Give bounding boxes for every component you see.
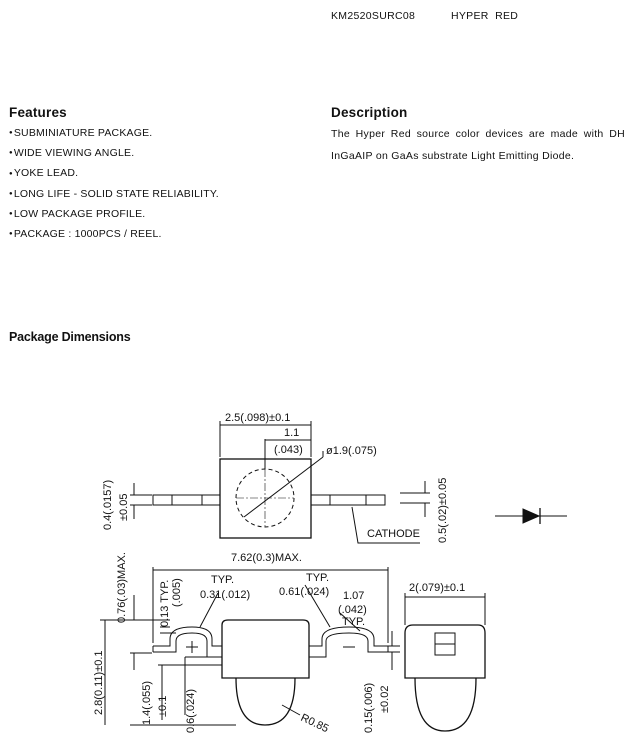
top-view <box>130 421 430 544</box>
dim-107: 1.07 <box>343 590 364 602</box>
description-text: The Hyper Red source color devices are m… <box>331 128 625 162</box>
color-label: HYPER RED <box>451 10 519 22</box>
dim-left-14: 1.4(.055) <box>141 681 153 725</box>
dim-1-1: 1.1 <box>284 427 299 439</box>
lens-dome <box>235 677 296 726</box>
dim-right-015-tol: ±0.02 <box>379 686 391 713</box>
side-view <box>404 593 486 732</box>
dim-r085: R0.85 <box>299 712 331 735</box>
package-dimensions-title: Package Dimensions <box>9 330 131 344</box>
dim-right-015: 0.15(.006) <box>363 683 375 733</box>
package-dimensions-drawing: 2.5(.098)±0.1 1.1 (.043) ø1.9(.075) 0.4(… <box>93 412 567 735</box>
dim-side-2: 2(.079)±0.1 <box>409 582 465 594</box>
package-body-top <box>219 458 312 539</box>
dim-left-14-tol: ±0.1 <box>157 696 169 717</box>
dim-043: (.043) <box>274 444 303 456</box>
feature-item: LOW PACKAGE PROFILE. <box>9 204 219 224</box>
typ-label-2: TYP. <box>306 572 329 584</box>
dim-left-005: (.005) <box>171 578 183 607</box>
package-body-side <box>404 624 486 679</box>
dim-top-width: 2.5(.098)±0.1 <box>225 412 290 424</box>
dim-left-013: 0.13 TYP. <box>159 580 171 627</box>
dim-031: 0.31(.012) <box>200 589 250 601</box>
dim-left-076: 0.76(.03)MAX. <box>116 552 128 623</box>
right-yoke-lead <box>309 626 388 647</box>
features-list: SUBMINIATURE PACKAGE. WIDE VIEWING ANGLE… <box>9 123 219 244</box>
front-view <box>100 567 400 726</box>
dim-061: 0.61(.024) <box>279 586 329 598</box>
dim-diameter: ø1.9(.075) <box>326 445 377 457</box>
feature-item: PACKAGE : 1000PCS / REEL. <box>9 224 219 244</box>
dim-042: (.042) <box>338 604 367 616</box>
cathode-label: CATHODE <box>367 528 420 540</box>
left-lead <box>152 494 221 506</box>
diode-symbol-icon <box>495 508 567 524</box>
dim-left-28: 2.8(0.11)±0.1 <box>93 650 105 715</box>
typ-label-1: TYP. <box>211 574 234 586</box>
dim-left-04: 0.4(.0157) <box>102 480 114 530</box>
dim-total-length: 7.62(0.3)MAX. <box>231 552 302 564</box>
right-lead <box>310 494 386 506</box>
dim-left-06: 0.6(.024) <box>185 689 197 733</box>
feature-item: YOKE LEAD. <box>9 163 219 183</box>
feature-item: WIDE VIEWING ANGLE. <box>9 143 219 163</box>
feature-item: LONG LIFE - SOLID STATE RELIABILITY. <box>9 184 219 204</box>
typ-label-3: TYP. <box>342 616 365 628</box>
feature-item: SUBMINIATURE PACKAGE. <box>9 123 219 143</box>
dim-right-05: 0.5(.02)±0.05 <box>437 478 449 543</box>
dim-left-tol: ±0.05 <box>118 494 130 521</box>
features-title: Features <box>9 105 67 120</box>
description-title: Description <box>331 105 408 120</box>
left-yoke-lead <box>153 626 222 647</box>
package-body-front <box>221 619 310 679</box>
part-number: KM2520SURC08 <box>331 10 416 22</box>
